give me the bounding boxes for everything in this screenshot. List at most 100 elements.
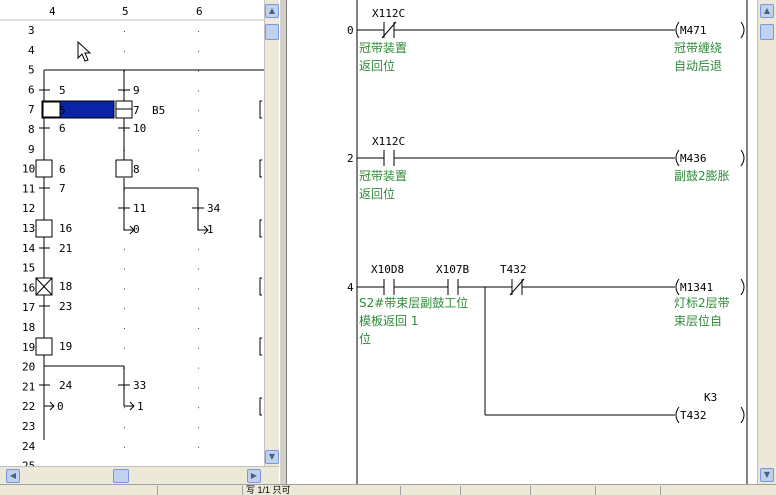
scroll-up-icon[interactable]: ▲ [265, 4, 279, 18]
scroll-right-icon[interactable]: ▶ [247, 469, 261, 483]
row-number: 6 [28, 83, 35, 96]
row-numbers: 345678910111213141516171819202122232425 [22, 24, 36, 466]
step-label: 7 [133, 104, 140, 117]
coil-operand: M1341 [680, 281, 713, 294]
grid-dot [198, 447, 199, 448]
row-number: 19 [22, 341, 35, 354]
coil-comment: 自动后退 [674, 59, 722, 73]
trans-label: 10 [133, 122, 146, 135]
row-number: 17 [22, 301, 35, 314]
step-label: 8 [133, 163, 140, 176]
trans-label: 6 [59, 122, 66, 135]
step-label: 18 [59, 280, 72, 293]
coil-operand: M436 [680, 152, 707, 165]
grid-dot [198, 427, 199, 428]
left-horizontal-scrollbar[interactable]: ◀ ▶ [0, 466, 279, 485]
grid-dot [124, 249, 125, 250]
contact-operand: X107B [436, 263, 469, 276]
row-number: 14 [22, 242, 36, 255]
grid-dot [198, 328, 199, 329]
grid-dot [198, 387, 199, 388]
grid-dot [124, 308, 125, 309]
jump-label: 1 [207, 223, 214, 236]
pane-splitter[interactable] [279, 0, 287, 484]
row-number: 5 [28, 64, 35, 77]
row-number: 4 [28, 44, 35, 57]
contact-operand: X112C [372, 7, 405, 20]
jump-label: 0 [57, 400, 64, 413]
timer-constant: K3 [704, 391, 717, 404]
trans-label: 23 [59, 300, 72, 313]
sfc-diagram[interactable]: 4 5 6 3456789101112131415161718192021222… [0, 0, 264, 466]
coil-comment: 灯标2层带 [674, 296, 730, 310]
grid-dot [198, 407, 199, 408]
col-header-5: 5 [122, 5, 129, 18]
contact-comment: 返回位 [359, 186, 395, 201]
contact-operand: X112C [372, 135, 405, 148]
jump-label: 0 [133, 223, 140, 236]
left-vertical-scrollbar[interactable]: ▲ ▼ [264, 0, 280, 466]
row-number: 3 [28, 24, 35, 37]
ladder-pane[interactable]: 0 X112C M471 冠带装置 返回位 冠带缠绕 自动后退 2 X112C … [287, 0, 757, 484]
edge-brackets [260, 101, 262, 415]
grid-dot [198, 288, 199, 289]
trans-label: 33 [133, 379, 146, 392]
row-number: 8 [28, 123, 35, 136]
grid-dot [198, 308, 199, 309]
grid-dot [198, 110, 199, 111]
grid-dot [198, 170, 199, 171]
block-label: B5 [152, 104, 165, 117]
step-number: 4 [347, 281, 354, 294]
trans-label: 9 [133, 84, 140, 97]
coil-comment: 副鼓2膨胀 [674, 169, 730, 183]
grid-dot [198, 130, 199, 131]
step-number: 2 [347, 152, 354, 165]
scroll-thumb[interactable] [265, 24, 279, 40]
trans-label: 5 [59, 84, 66, 97]
row-number: 9 [28, 143, 35, 156]
scroll-down-icon[interactable]: ▼ [265, 450, 279, 464]
row-number: 16 [22, 281, 35, 294]
step-box-6[interactable] [36, 160, 52, 177]
trans-label: 7 [59, 182, 66, 195]
scroll-down-icon[interactable]: ▼ [760, 468, 774, 482]
grid-dot [198, 368, 199, 369]
coil-comment: 冠带缠绕 [674, 40, 722, 55]
step-box-19[interactable] [36, 338, 52, 355]
mouse-cursor-icon [78, 42, 90, 61]
grid-dot [198, 269, 199, 270]
contact-comment: 位 [359, 331, 371, 346]
grid-dot [124, 288, 125, 289]
grid-dot [124, 51, 125, 52]
contact-comment: 冠带装置 [359, 41, 407, 55]
scroll-up-icon[interactable]: ▲ [760, 4, 774, 18]
grid-dot [198, 90, 199, 91]
contact-comment: S2#带束层副鼓工位 [359, 295, 468, 310]
row-number: 11 [22, 182, 35, 195]
sfc-block-pane[interactable]: 4 5 6 3456789101112131415161718192021222… [0, 0, 264, 466]
scroll-thumb[interactable] [760, 24, 774, 40]
col-header-6: 6 [196, 5, 203, 18]
row-number: 18 [22, 321, 35, 334]
grid-dot [198, 51, 199, 52]
coil-operand: M471 [680, 24, 707, 37]
contact-comment: 模板返回 1 [359, 314, 418, 328]
ladder-diagram[interactable]: 0 X112C M471 冠带装置 返回位 冠带缠绕 自动后退 2 X112C … [287, 0, 757, 484]
scroll-thumb[interactable] [113, 469, 129, 483]
contact-comment: 冠带装置 [359, 169, 407, 183]
contact-operand: X10D8 [371, 263, 404, 276]
scroll-left-icon[interactable]: ◀ [6, 469, 20, 483]
step-number: 0 [347, 24, 354, 37]
row-number: 13 [22, 222, 35, 235]
grid-dot [124, 447, 125, 448]
coil-comment: 束层位自 [674, 313, 722, 328]
row-number: 7 [28, 103, 35, 116]
right-vertical-scrollbar[interactable]: ▲ ▼ [757, 0, 776, 484]
row-number: 20 [22, 361, 35, 374]
step-box-16[interactable] [36, 220, 52, 237]
trans-label: 11 [133, 202, 146, 215]
step-box-8[interactable] [116, 160, 132, 177]
col-header-4: 4 [49, 5, 56, 18]
grid-dot [198, 71, 199, 72]
grid-dot [124, 427, 125, 428]
